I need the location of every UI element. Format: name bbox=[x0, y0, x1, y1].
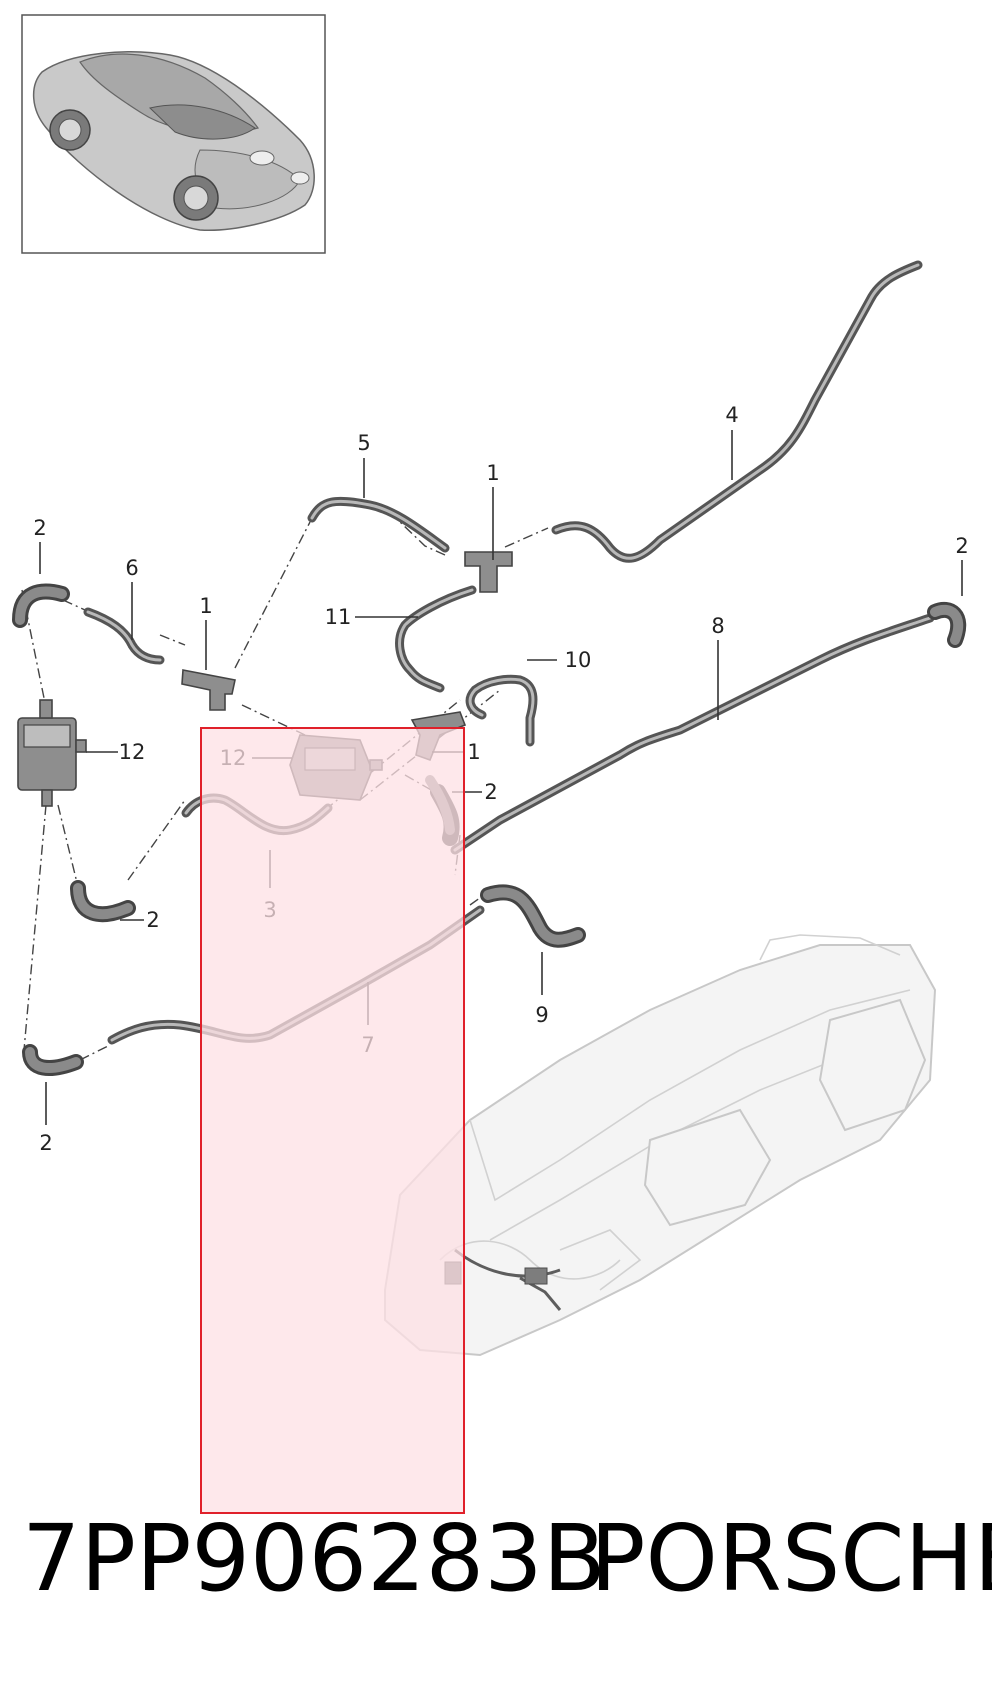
callout-9: 9 bbox=[535, 1003, 548, 1027]
callout-8: 8 bbox=[711, 614, 724, 638]
callout-2-lowleft: 2 bbox=[146, 908, 159, 932]
car-illustration bbox=[32, 51, 315, 232]
callout-11: 11 bbox=[325, 605, 352, 629]
callout-4: 4 bbox=[725, 403, 738, 427]
callout-1-center: 1 bbox=[467, 740, 480, 764]
callout-6: 6 bbox=[125, 556, 138, 580]
brand-name: PORSCHE bbox=[590, 1505, 992, 1612]
callout-1-left: 1 bbox=[199, 594, 212, 618]
callout-2-bottom: 2 bbox=[39, 1131, 52, 1155]
highlight-box bbox=[200, 727, 465, 1514]
part-number: 7PP906283B bbox=[22, 1505, 606, 1612]
callout-10: 10 bbox=[565, 648, 592, 672]
callout-12-left: 12 bbox=[119, 740, 146, 764]
callout-5: 5 bbox=[357, 431, 370, 455]
callout-2-right: 2 bbox=[955, 534, 968, 558]
callout-1-top: 1 bbox=[486, 461, 499, 485]
callout-2-center: 2 bbox=[484, 780, 497, 804]
vehicle-thumbnail bbox=[21, 14, 326, 254]
hvac-housing-ghost bbox=[384, 934, 937, 1357]
callout-2-topleft: 2 bbox=[33, 516, 46, 540]
